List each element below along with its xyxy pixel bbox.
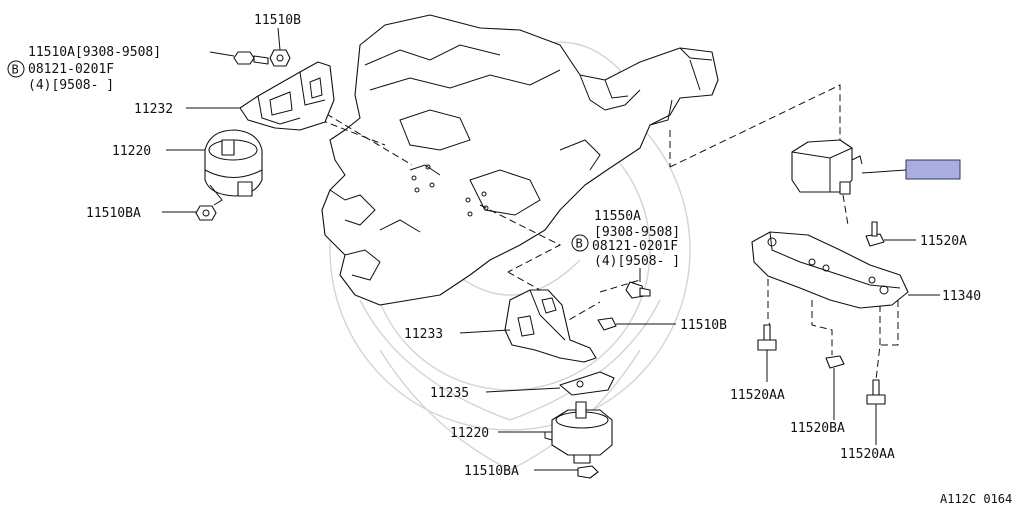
label-11340: 11340	[942, 289, 981, 304]
crossmember-11340	[751, 231, 909, 309]
plate-11235	[559, 371, 615, 396]
label-11520AA-left: 11520AA	[730, 388, 785, 403]
mount-insulator-11220-top	[204, 129, 263, 206]
label-11520BA: 11520BA	[790, 421, 845, 436]
label-11235: 11235	[430, 386, 469, 401]
top-fasteners	[195, 49, 291, 221]
nut-11510BA-bottom	[577, 465, 599, 479]
label-bolt-code-2: 08121-0201F	[592, 239, 678, 254]
bolt-11550A	[625, 281, 651, 299]
circle-b-marker-1	[7, 60, 25, 78]
label-11232: 11232	[134, 102, 173, 117]
label-bolt-qty-1: (4)[9508- ]	[28, 78, 114, 93]
diagram-id: A112C 0164	[940, 492, 1012, 506]
label-11220-top: 11220	[112, 144, 151, 159]
highlight-callout-box	[905, 159, 961, 180]
crossmember-fasteners	[757, 221, 886, 405]
circle-b-letter-1: B	[12, 63, 19, 77]
circle-b-marker-2	[571, 234, 589, 252]
label-bolt-qty-2: (4)[9508- ]	[594, 254, 680, 269]
nut-11510B-mid	[597, 317, 617, 331]
label-11510BA-bottom: 11510BA	[464, 464, 519, 479]
label-11233: 11233	[404, 327, 443, 342]
rear-mount-insulator	[791, 139, 863, 195]
label-11520A: 11520A	[920, 234, 967, 249]
leader-lines	[162, 27, 940, 471]
label-11510B-top: 11510B	[254, 13, 301, 28]
engine-transmission-outline	[321, 14, 719, 306]
label-11220-bottom: 11220	[450, 426, 489, 441]
mount-insulator-11220-bottom	[544, 401, 613, 464]
label-11510BA-top: 11510BA	[86, 206, 141, 221]
label-11550A: 11550A	[594, 209, 641, 224]
label-11550A-range: [9308-9508]	[594, 225, 680, 240]
engine-bracket-11232	[239, 61, 335, 131]
engine-bracket-11233	[504, 289, 597, 363]
circle-b-letter-2: B	[576, 237, 583, 251]
label-11510A: 11510A[9308-9508]	[28, 45, 161, 60]
label-11520AA-right: 11520AA	[840, 447, 895, 462]
label-bolt-code-1: 08121-0201F	[28, 62, 114, 77]
label-11510B-mid: 11510B	[680, 318, 727, 333]
